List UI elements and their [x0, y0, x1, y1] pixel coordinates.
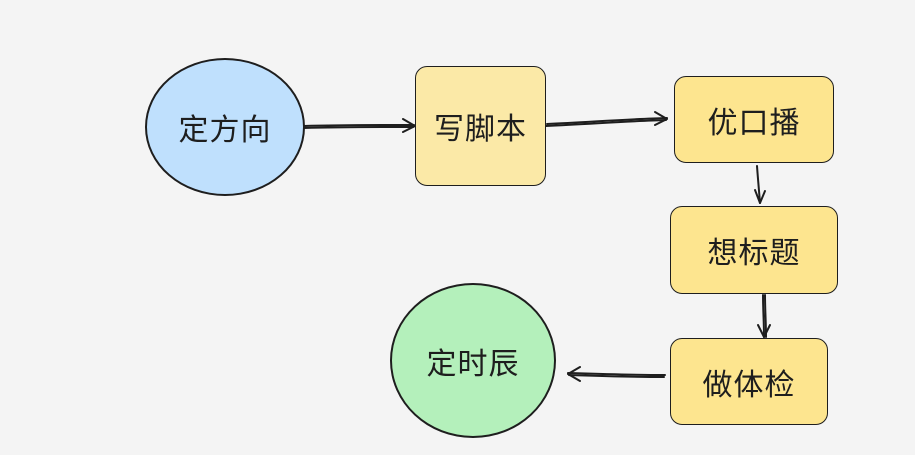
node-zuotijian[interactable]: 做体检 [670, 338, 828, 425]
node-label: 做体检 [702, 367, 796, 403]
arrow-youkoubo-to-xiangbiaoti [754, 165, 766, 204]
node-label: 定时辰 [426, 346, 520, 382]
node-dingshichen[interactable]: 定时辰 [390, 283, 556, 438]
node-label: 写脚本 [434, 112, 527, 147]
node-youkoubo[interactable]: 优口播 [674, 76, 834, 163]
arrow-zuotijian-to-dingshichen [567, 366, 666, 382]
node-xiangbiaoti[interactable]: 想标题 [670, 206, 838, 294]
node-label: 优口播 [707, 105, 801, 141]
arrow-xiejiaoben-to-youkoubo [545, 111, 668, 127]
node-label: 想标题 [707, 236, 801, 271]
node-dingfangxiang[interactable]: 定方向 [145, 58, 305, 196]
node-xiejiaoben[interactable]: 写脚本 [415, 66, 546, 186]
arrow-xiangbiaoti-to-zuotijian [757, 294, 771, 338]
node-label: 定方向 [178, 113, 272, 148]
arrow-dingfangxiang-to-xiejiaoben [303, 118, 416, 133]
